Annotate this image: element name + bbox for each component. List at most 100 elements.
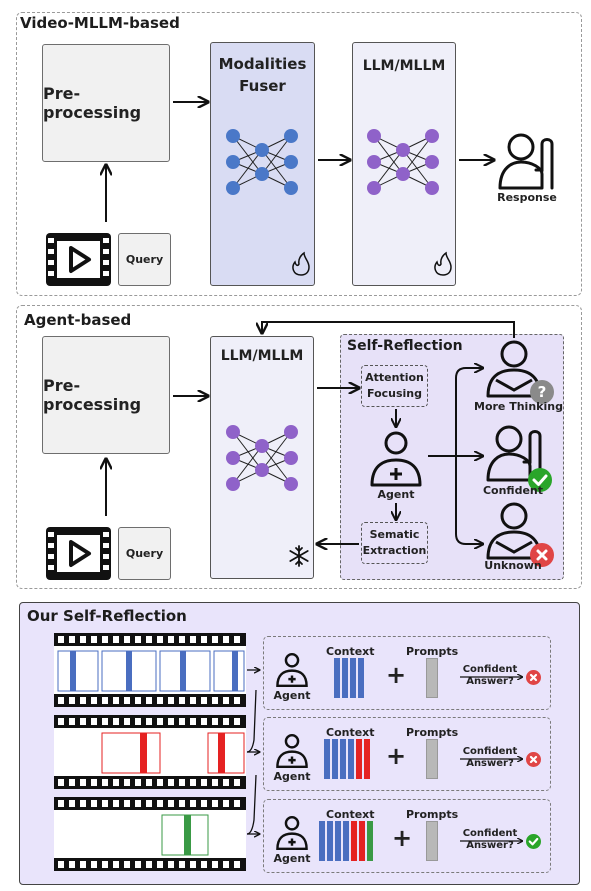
prompts-label-row-1: Prompts (406, 645, 459, 658)
sprocket-hole (80, 718, 86, 725)
sprocket-hole (234, 861, 240, 868)
sprocket-hole (124, 636, 130, 643)
video-icon (45, 232, 112, 287)
sprocket-hole (58, 800, 64, 807)
llm-title-1: LLM/MLLM (362, 58, 446, 74)
sprocket-hole (168, 697, 174, 704)
context-label-row-2: Context (326, 726, 375, 739)
agent-label-row-2: Agent (273, 770, 311, 783)
sprocket-hole (113, 697, 119, 704)
fuser-network-icon (226, 129, 298, 195)
preprocessing-box-2: Pre-processing (42, 336, 170, 454)
ours-title: Our Self-Reflection (27, 607, 187, 625)
sprocket-hole (190, 779, 196, 786)
reflection-row-1 (263, 636, 551, 710)
fuser-title: Modalities Fuser (218, 55, 307, 95)
sprocket-hole (102, 718, 108, 725)
video-mllm-title: Video-MLLM-based (20, 14, 180, 32)
sprocket-hole (212, 779, 218, 786)
agent-label-row-3: Agent (273, 852, 311, 865)
sprocket-hole (102, 861, 108, 868)
check-icon-row-3 (526, 834, 541, 849)
sprocket-hole (201, 800, 207, 807)
agent-label-row-1: Agent (273, 689, 311, 702)
sprocket-hole (234, 779, 240, 786)
video-icon-2 (45, 526, 112, 581)
sprocket-hole (168, 861, 174, 868)
sprocket-hole (223, 636, 229, 643)
sprocket-hole (146, 861, 152, 868)
sprocket-hole (190, 636, 196, 643)
sprocket-hole (201, 636, 207, 643)
sprocket-hole (146, 697, 152, 704)
sprocket-hole (124, 861, 130, 868)
film-strip-2 (54, 715, 246, 789)
arrow-agent-branch (428, 367, 482, 545)
sprocket-hole (179, 697, 185, 704)
sprocket-hole (234, 636, 240, 643)
sprocket-hole (113, 718, 119, 725)
agent-icon-row-2 (275, 733, 309, 769)
film-strip-1 (54, 633, 246, 707)
sprocket-hole (190, 800, 196, 807)
llm-network-icon-2 (226, 425, 298, 491)
sprocket-hole (135, 800, 141, 807)
sprocket-hole (102, 779, 108, 786)
sprocket-hole (223, 718, 229, 725)
prompts-label-row-2: Prompts (406, 726, 459, 739)
context-bars-row-2 (324, 739, 378, 779)
prompt-bar-row-2 (426, 739, 438, 779)
sprocket-hole (113, 800, 119, 807)
prompt-bar-row-3 (426, 821, 438, 861)
sprocket-hole (157, 779, 163, 786)
preprocessing-label-2: Pre-processing (43, 376, 142, 414)
sprocket-hole (58, 636, 64, 643)
question-icon: ? (530, 380, 554, 404)
agent-icon-row-3 (275, 815, 309, 851)
sprocket-hole (135, 718, 141, 725)
sprocket-hole (69, 800, 75, 807)
sprocket-hole (69, 697, 75, 704)
llm-network-icon-1 (367, 129, 439, 195)
attention-focusing-label: Attention Focusing (365, 371, 424, 400)
sprocket-hole (234, 697, 240, 704)
llm-title-2: LLM/MLLM (220, 348, 304, 364)
sprocket-hole (80, 779, 86, 786)
plus-row-3: + (392, 824, 413, 852)
sprocket-hole (168, 800, 174, 807)
query-label-2: Query (125, 547, 164, 560)
sprocket-hole (58, 779, 64, 786)
sprocket-hole (146, 779, 152, 786)
sprocket-hole (212, 718, 218, 725)
sprocket-hole (157, 861, 163, 868)
sprocket-hole (124, 697, 130, 704)
plus-row-1: + (386, 661, 407, 689)
sprocket-hole (168, 779, 174, 786)
strip-to-row-connectors (246, 670, 259, 834)
sprocket-hole (146, 800, 152, 807)
question-row-2: Confident Answer? (462, 746, 518, 769)
sprocket-hole (58, 861, 64, 868)
context-bars-row-1 (334, 658, 368, 698)
agent-label: Agent (377, 488, 415, 501)
sprocket-hole (80, 697, 86, 704)
sprocket-hole (146, 718, 152, 725)
check-icon (528, 468, 552, 492)
context-bars-row-3 (319, 821, 383, 861)
query-label: Query (125, 253, 164, 266)
question-row-1: Confident Answer? (462, 664, 518, 687)
sprocket-hole (157, 697, 163, 704)
sprocket-hole (58, 718, 64, 725)
sprocket-hole (212, 861, 218, 868)
preprocessing-box: Pre-processing (42, 44, 170, 162)
sprocket-hole (135, 779, 141, 786)
answer-arrows (460, 677, 522, 841)
sprocket-hole (91, 861, 97, 868)
sprocket-hole (146, 636, 152, 643)
sprocket-hole (223, 779, 229, 786)
sprocket-hole (168, 718, 174, 725)
sprocket-hole (179, 718, 185, 725)
question-row-3: Confident Answer? (462, 828, 518, 851)
reflection-row-2 (263, 717, 551, 791)
